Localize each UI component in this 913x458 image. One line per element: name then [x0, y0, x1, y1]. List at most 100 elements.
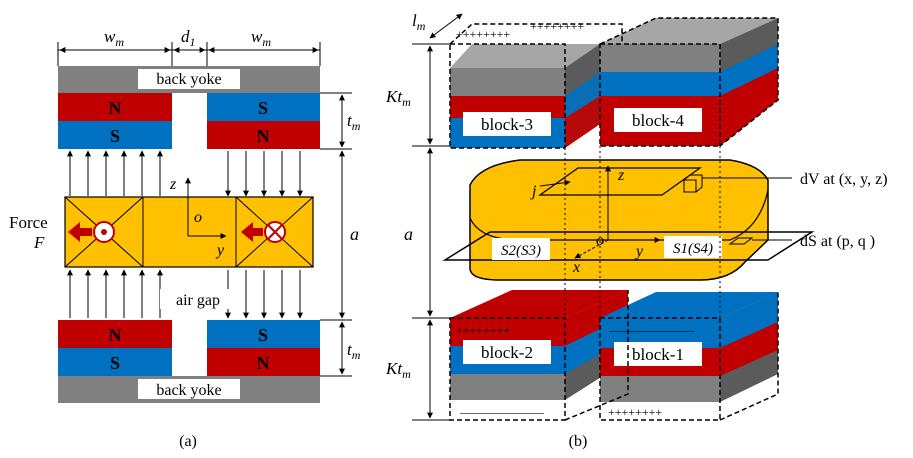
- block2-label: block-2: [481, 343, 533, 362]
- pole-label: N: [109, 325, 122, 345]
- magnet-bottom-left-s: [58, 348, 172, 376]
- block1-side-s: [720, 292, 778, 348]
- s1s4-label: S1(S4): [673, 241, 713, 257]
- magnet-bottom-right-n: [207, 348, 320, 376]
- block4-label-box: [614, 108, 702, 132]
- dim-tm-bottom: tm: [347, 340, 361, 362]
- dim-a-b: a: [404, 224, 413, 244]
- dim-a: a: [350, 224, 359, 244]
- block2-side-n: [565, 290, 628, 346]
- back-yoke-top-label-box: [138, 69, 240, 89]
- plus-row: ++++++++: [530, 19, 584, 33]
- pole-label: S: [110, 353, 120, 373]
- block3-label: block-3: [481, 115, 533, 134]
- magnet-bottom-left-n: [58, 320, 172, 348]
- axis-x-b-label: x: [572, 259, 580, 276]
- back-yoke-top-label: back yoke: [156, 71, 221, 88]
- plus-row: ++++++++: [456, 323, 510, 337]
- minus-row: ———————: [609, 323, 695, 337]
- dim-lm: lm: [412, 11, 426, 33]
- block2-outline: [449, 317, 566, 421]
- back-yoke-bottom-label-box: [138, 379, 240, 399]
- block1-outline: [599, 317, 721, 421]
- pole-label: S: [258, 325, 268, 345]
- block3-outline: [449, 43, 566, 149]
- s2s3-label: S2(S3): [501, 243, 541, 259]
- panel-b: lm Ktm a Ktm block-3 block-4: [385, 11, 888, 450]
- dim-wm-right: wm: [251, 27, 271, 49]
- minus-row: ———————: [459, 405, 545, 419]
- current-in-cross: [267, 224, 283, 240]
- dim-arrow-lm: [429, 13, 463, 39]
- current-j-arrow: [539, 179, 571, 187]
- block3-side-s: [565, 72, 600, 118]
- pole-label: N: [257, 353, 270, 373]
- block4-outline: [599, 43, 721, 147]
- force-label: Force: [9, 213, 48, 232]
- coil-window: [538, 167, 702, 196]
- dv-label: dV at (x, y, z): [800, 171, 888, 188]
- block2-outline-3d: [564, 290, 629, 421]
- block1-side-n: [720, 322, 778, 376]
- block4-side-n: [720, 68, 778, 146]
- magnet-top-right-n: [207, 121, 320, 149]
- magnet-bottom-right-s: [207, 320, 320, 348]
- axis-o-label: o: [194, 209, 202, 226]
- axis-z-label: z: [169, 176, 177, 193]
- current-j-label: j: [530, 183, 537, 200]
- block2-yoke: [450, 374, 565, 400]
- force-arrow-icon: [241, 222, 263, 242]
- panel-a: wm d1 wm back yoke N S S N tm a tm: [9, 27, 361, 450]
- block3-label-box: [463, 112, 551, 136]
- dim-wm-left: wm: [104, 27, 124, 49]
- magnet-top-left-n: [58, 93, 172, 121]
- dv-cube-icon: [683, 179, 697, 193]
- pole-label: N: [257, 126, 270, 146]
- plus-row: ++++++++: [456, 27, 510, 41]
- block3-outline-3d: [449, 23, 623, 45]
- axis-z-b-label: z: [617, 167, 625, 184]
- pole-label: S: [258, 98, 268, 118]
- block1-label: block-1: [632, 345, 684, 364]
- s1s4-box: [664, 236, 722, 258]
- caption-a: (a): [179, 433, 197, 450]
- plus-row: ++++++++: [608, 405, 662, 419]
- dim-ktm-bottom: Ktm: [385, 359, 411, 381]
- block4-yoke: [600, 44, 720, 72]
- block4-outline-3d: [599, 17, 779, 147]
- block4-side-s: [720, 44, 778, 96]
- axis-y-b-label: y: [634, 243, 644, 260]
- block2-label-box: [463, 340, 551, 364]
- ds-label: dS at (p, q ): [800, 233, 875, 250]
- ds-patch-icon: [728, 237, 754, 245]
- caption-b: (b): [569, 433, 588, 450]
- dim-d1: d1: [181, 27, 196, 49]
- force-symbol: F: [33, 233, 45, 252]
- flux-lines-top: [67, 150, 303, 197]
- back-yoke-bottom-label: back yoke: [156, 382, 221, 399]
- block4-label: block-4: [632, 111, 684, 130]
- air-gap-label-box: [160, 289, 236, 309]
- s-plane: [442, 231, 815, 261]
- air-gap-label: air gap: [176, 292, 220, 309]
- block2-top-face: [450, 290, 628, 318]
- axis-x-b: [574, 239, 609, 259]
- block3-side-n: [565, 96, 600, 148]
- block4-top-face: [600, 18, 778, 44]
- pole-label: N: [109, 98, 122, 118]
- dv-cube-edge: [683, 174, 703, 193]
- current-out-dot: [101, 229, 107, 235]
- pole-label: S: [110, 126, 120, 146]
- magnet-top-left-s: [58, 121, 172, 149]
- coil-3d-edge: [469, 189, 769, 241]
- force-arrow-icon: [68, 222, 92, 242]
- block4-s: [600, 72, 720, 96]
- axis-o-b-label: o: [596, 232, 604, 249]
- magnet-top-right-s: [207, 93, 320, 121]
- block3-yoke: [450, 68, 565, 96]
- block1-outline-3d: [719, 292, 779, 421]
- flux-lines-bottom: [67, 269, 303, 319]
- dim-tm-top: tm: [347, 111, 361, 133]
- axis-y-label: y: [215, 242, 225, 259]
- dim-ktm-top: Ktm: [385, 87, 411, 109]
